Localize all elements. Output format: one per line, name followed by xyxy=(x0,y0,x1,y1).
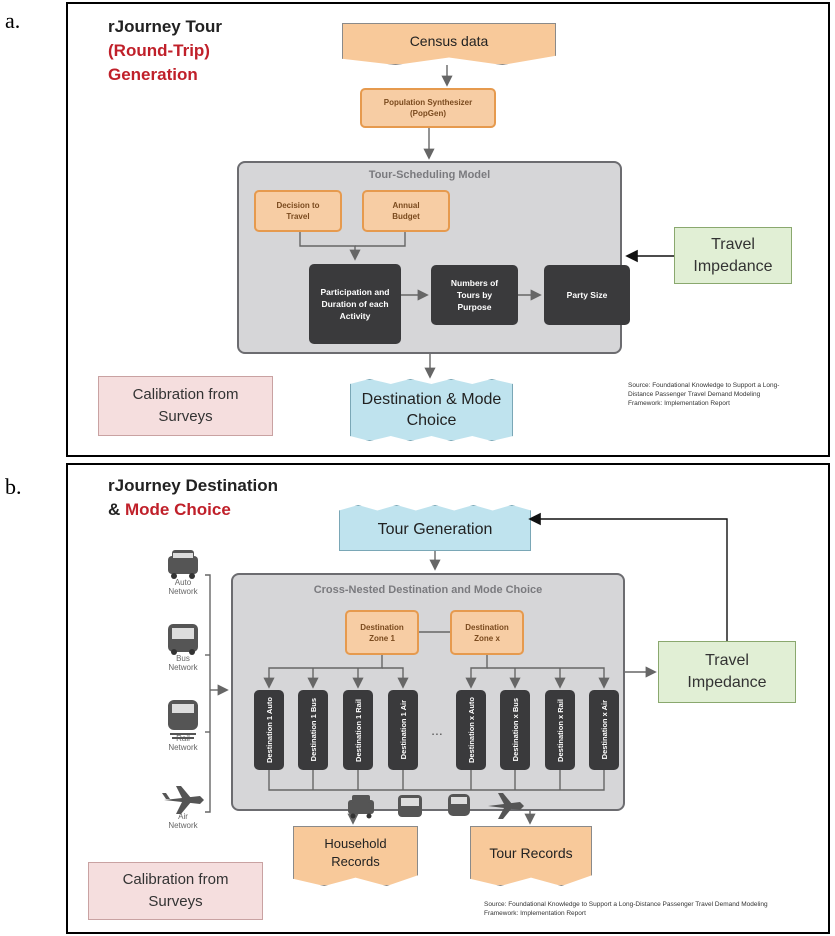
household-records-box: Household Records xyxy=(293,826,418,886)
tower-destx-rail: Destination x Rail xyxy=(545,690,575,770)
panel-b-letter: b. xyxy=(5,474,22,499)
source-note-a: Source: Foundational Knowledge to Suppor… xyxy=(628,382,780,407)
arrow-impedance-tourgen xyxy=(528,512,728,641)
train-icon-bottom xyxy=(448,794,470,816)
panel-a-letter: a. xyxy=(5,8,21,33)
tower-ellipsis: ... xyxy=(431,722,443,738)
destination-zone-x-box: Destination Zone x xyxy=(450,610,524,655)
car-icon-bottom xyxy=(348,795,374,819)
cross-nested-title: Cross-Nested Destination and Mode Choice xyxy=(313,584,543,596)
airplane-icon-bottom xyxy=(488,793,524,819)
annual-budget-box: Annual Budget xyxy=(362,190,450,232)
travel-impedance-box-b: Travel Impedance xyxy=(658,641,796,703)
calibration-box-a: Calibration from Surveys xyxy=(98,376,273,436)
destination-zone-1-box: Destination Zone 1 xyxy=(345,610,419,655)
panel-a-title: rJourney Tour (Round-Trip) Generation xyxy=(108,17,222,84)
numbers-of-tours-box: Numbers of Tours by Purpose xyxy=(431,265,518,325)
airplane-icon xyxy=(162,786,204,814)
tower-dest1-rail: Destination 1 Rail xyxy=(343,690,373,770)
mode-label-auto: Auto Network xyxy=(168,578,198,596)
source-note-b: Source: Foundational Knowledge to Suppor… xyxy=(484,901,768,917)
participation-duration-box: Participation and Duration of each Activ… xyxy=(309,264,401,344)
tower-dest1-auto: Destination 1 Auto xyxy=(254,690,284,770)
panel-b-title: rJourney Destination & Mode Choice xyxy=(108,476,279,519)
calibration-box-b: Calibration from Surveys xyxy=(88,862,263,920)
travel-impedance-box-a: Travel Impedance xyxy=(674,227,792,284)
mode-label-bus: Bus Network xyxy=(168,654,198,672)
tour-generation-box: Tour Generation xyxy=(339,505,531,551)
tour-scheduling-model-title: Tour-Scheduling Model xyxy=(368,169,491,181)
party-size-box: Party Size xyxy=(544,265,630,325)
decision-to-travel-box: Decision to Travel xyxy=(254,190,342,232)
tower-destx-bus: Destination x Bus xyxy=(500,690,530,770)
tower-dest1-air: Destination 1 Air xyxy=(388,690,418,770)
train-icon xyxy=(168,700,198,739)
bus-icon xyxy=(168,624,198,655)
tower-dest1-bus: Destination 1 Bus xyxy=(298,690,328,770)
car-icon xyxy=(168,550,198,579)
arrow-inputs-participation xyxy=(299,232,361,261)
tower-destx-air: Destination x Air xyxy=(589,690,619,770)
bus-icon-bottom xyxy=(398,795,422,817)
mode-label-air: Air Network xyxy=(168,812,198,830)
population-synthesizer-box: Population Synthesizer(PopGen) xyxy=(360,88,496,128)
tower-destx-auto: Destination x Auto xyxy=(456,690,486,770)
